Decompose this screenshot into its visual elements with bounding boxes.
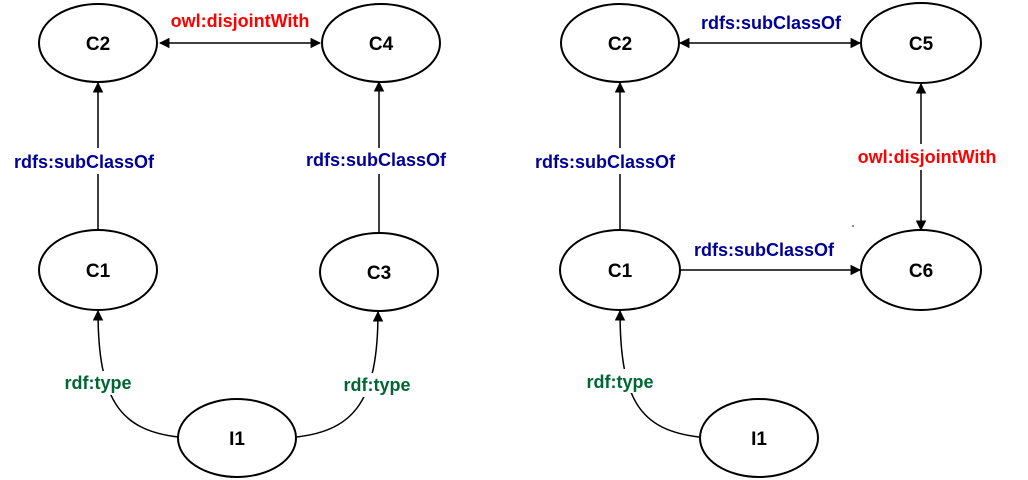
label-bg xyxy=(0,148,170,174)
edge-label-right-i1-c1: rdf:type xyxy=(587,372,654,392)
node-ellipse xyxy=(860,229,982,311)
edge-label-left-c1-c2: rdfs:subClassOf xyxy=(14,152,155,172)
node-label: C2 xyxy=(608,34,632,55)
edge-label-right-c5-c6: owl:disjointWith xyxy=(858,147,997,167)
node-ellipse xyxy=(860,2,982,84)
edge-left-i1-c1 xyxy=(92,309,179,438)
label-bg xyxy=(683,10,857,36)
node-right-c1[interactable]: C1 xyxy=(559,229,681,311)
node-ellipse xyxy=(560,3,680,83)
label-bg xyxy=(838,144,1016,170)
node-right-c2[interactable]: C2 xyxy=(560,3,680,83)
label-bg xyxy=(333,373,421,397)
node-ellipse xyxy=(38,3,158,83)
edge-label-right-c1-c2: rdfs:subClassOf xyxy=(535,152,676,172)
node-label: I1 xyxy=(751,429,767,450)
node-right-c6[interactable]: C6 xyxy=(860,229,982,311)
edge-label-left-c2-c4: owl:disjointWith xyxy=(171,11,310,31)
node-label: C5 xyxy=(909,34,934,55)
node-ellipse xyxy=(559,229,681,311)
label-bg xyxy=(156,8,324,32)
label-bg xyxy=(54,371,142,395)
label-bg xyxy=(676,237,852,263)
stray-dot xyxy=(852,225,854,227)
edge-label-right-c2-c5: rdfs:subClassOf xyxy=(701,13,842,33)
node-right-i1[interactable]: I1 xyxy=(699,398,819,478)
node-right-c5[interactable]: C5 xyxy=(860,2,982,84)
node-left-c3[interactable]: C3 xyxy=(319,232,439,312)
node-label: C1 xyxy=(608,261,633,282)
edge-label-left-i1-c1: rdf:type xyxy=(65,373,132,393)
node-left-c1[interactable]: C1 xyxy=(38,229,158,311)
node-ellipse xyxy=(319,232,439,312)
left-diagram: owl:disjointWith rdfs:subClassOf rdfs:su… xyxy=(0,3,462,478)
node-label: C3 xyxy=(367,263,391,284)
node-left-c4[interactable]: C4 xyxy=(321,3,441,83)
node-label: C2 xyxy=(86,34,110,55)
node-label: C4 xyxy=(369,34,394,55)
node-left-i1[interactable]: I1 xyxy=(177,398,297,478)
node-ellipse xyxy=(699,398,819,478)
node-ellipse xyxy=(38,229,158,311)
node-label: I1 xyxy=(229,429,245,450)
edge-label-left-c3-c4: rdfs:subClassOf xyxy=(306,150,447,170)
label-bg xyxy=(290,148,462,174)
node-label: C6 xyxy=(909,261,933,282)
node-ellipse xyxy=(177,398,297,478)
right-diagram: rdfs:subClassOf rdfs:subClassOf owl:disj… xyxy=(518,2,1016,478)
edge-label-left-i1-c3: rdf:type xyxy=(344,375,411,395)
edge-right-i1-c1 xyxy=(614,309,700,438)
node-ellipse xyxy=(321,3,441,83)
label-bg xyxy=(518,148,692,174)
node-left-c2[interactable]: C2 xyxy=(38,3,158,83)
label-bg xyxy=(576,369,664,393)
edge-left-i1-c3 xyxy=(296,310,384,438)
node-label: C1 xyxy=(86,261,111,282)
edge-label-right-c1-c6: rdfs:subClassOf xyxy=(694,240,835,260)
